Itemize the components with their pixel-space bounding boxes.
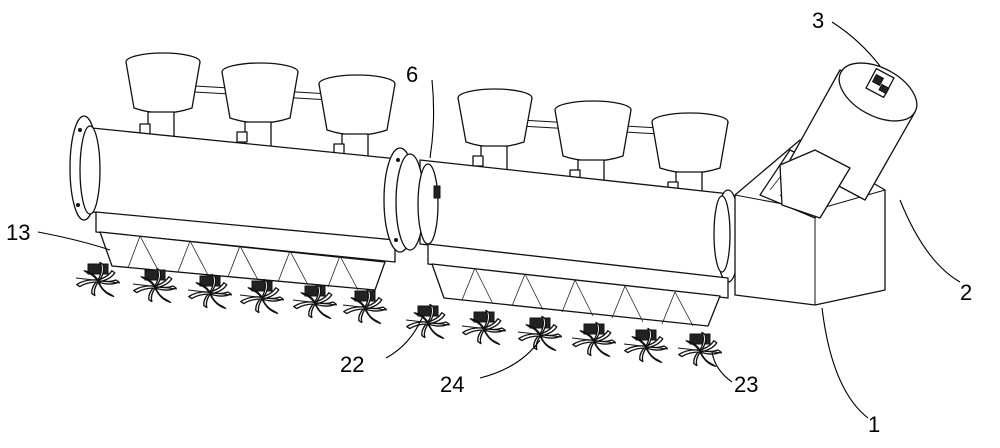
right-blade-unit-4 [571,321,617,358]
motor-knob [865,67,895,99]
callout-label-6: 6 [406,62,418,87]
left-tiller-blades [75,261,388,325]
callout-label-24: 24 [440,372,464,397]
left-seeder-module [69,52,409,291]
right-tiller-blades [405,303,723,368]
right-seeder-module [383,88,741,327]
left-hopper-2 [221,62,299,155]
left-blade-unit-4 [239,278,285,315]
right-hopper-1 [457,88,533,177]
callout-label-22: 22 [340,352,364,377]
left-blade-unit-6 [342,288,388,325]
left-hopper-1 [125,52,201,143]
right-blade-unit-1 [405,303,451,340]
left-flange [69,115,101,221]
callout-label-13: 13 [6,220,30,245]
left-blade-unit-1 [75,261,121,298]
middle-flange [383,147,441,253]
left-blade-unit-5 [292,283,338,320]
callout-label-23: 23 [734,372,758,397]
left-hopper-3 [318,74,396,165]
right-blade-unit-3 [517,315,563,352]
right-hopper-2 [554,100,632,193]
left-blade-unit-3 [187,273,233,310]
right-blade-unit-6 [677,331,723,368]
left-blade-unit-2 [132,267,178,304]
right-flange [713,189,741,283]
callout-label-1: 1 [868,412,880,437]
callout-label-2: 2 [960,280,972,305]
right-blade-unit-2 [461,309,507,346]
right-blade-unit-5 [623,327,669,364]
callout-leaders [37,21,961,419]
drive-motor [779,62,918,219]
callout-label-3: 3 [812,8,824,33]
